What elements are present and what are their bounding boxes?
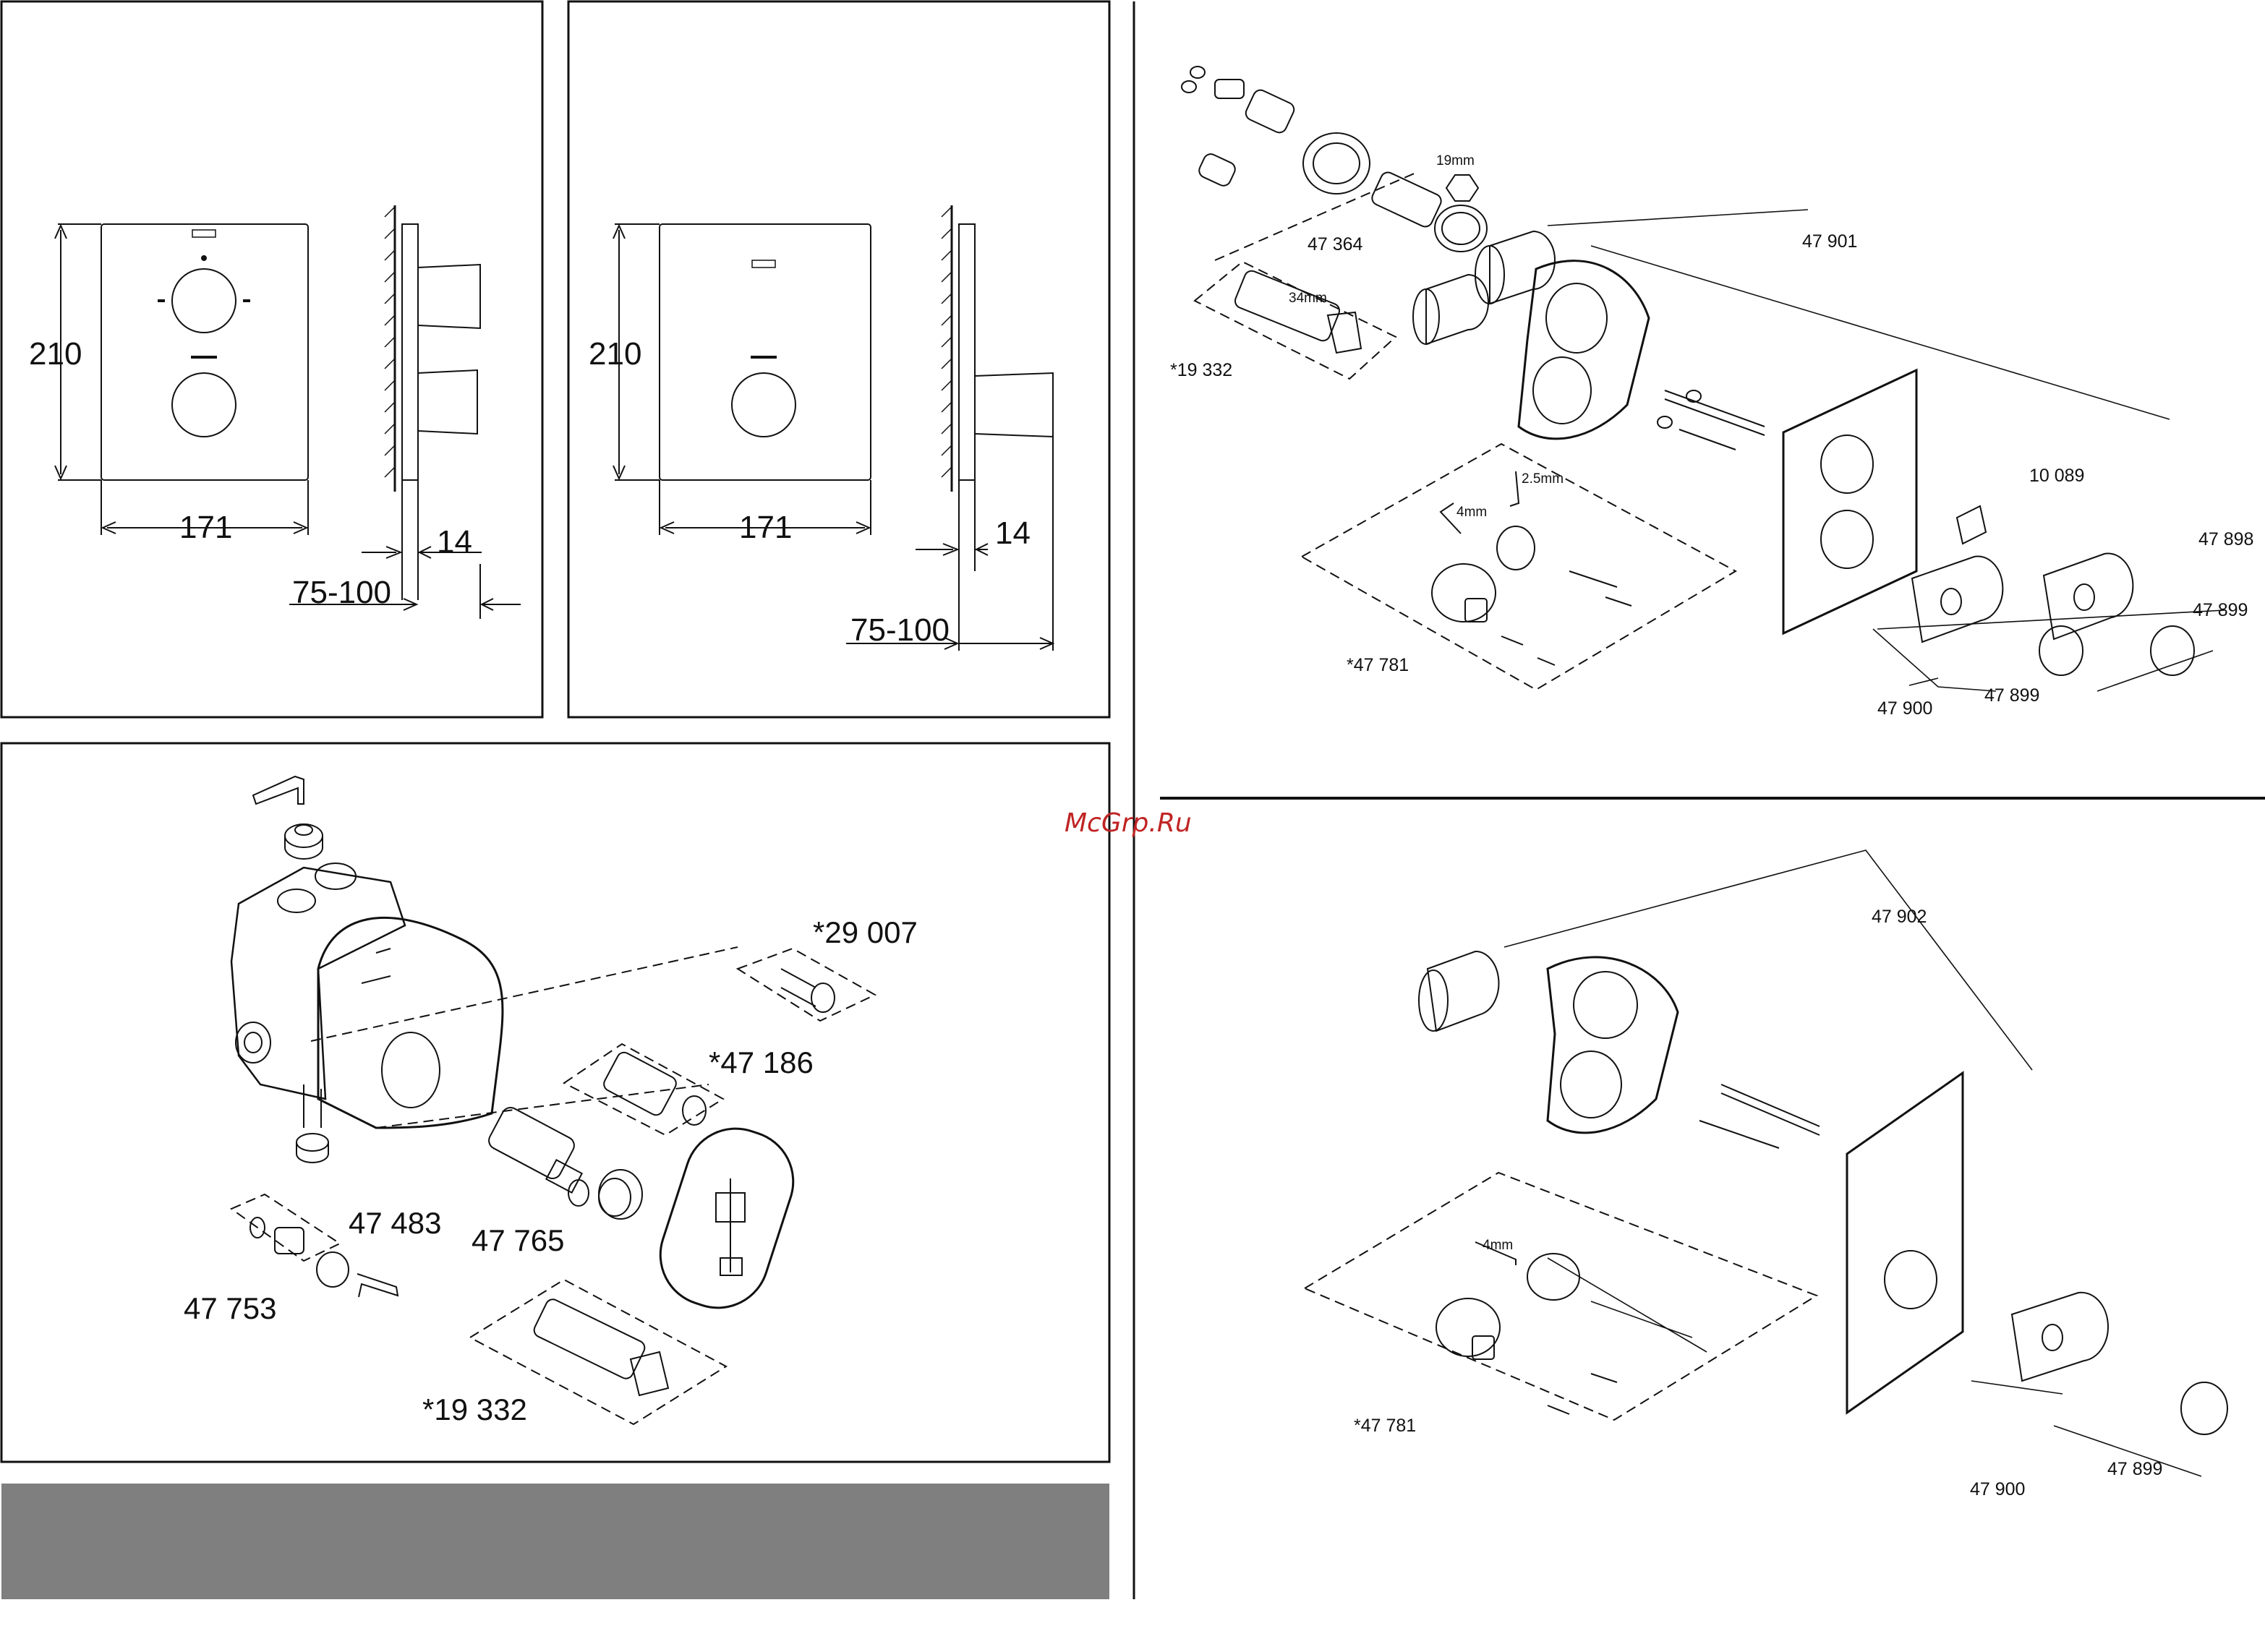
single-trim-parts [1305,850,2227,1476]
label-34mm: 34mm [1289,291,1327,306]
double-height-label: 210 [29,336,82,372]
rough-in-body [231,776,503,1163]
label-47781-single: *47 781 [1354,1416,1416,1436]
single-width-label: 171 [739,510,792,545]
single-front-view [613,224,871,535]
label-4mm-twin: 4mm [1456,505,1487,520]
label-29007: *29 007 [813,915,918,949]
panel-double-dimensions [1,1,542,717]
double-width-label: 171 [179,510,232,545]
label-47900-single: 47 900 [1970,1479,2025,1499]
label-19332-rough: *19 332 [422,1392,527,1426]
label-4mm-single: 4mm [1483,1238,1513,1253]
label-19332-trim: *19 332 [1170,360,1232,380]
label-2-5mm: 2.5mm [1522,471,1564,487]
label-19mm: 19mm [1436,153,1475,168]
double-depth-label: 75-100 [292,575,391,610]
panel-single-dimensions [568,1,1109,717]
label-10089: 10 089 [2029,466,2084,486]
label-47901: 47 901 [1802,231,1857,252]
label-47899-single: 47 899 [2107,1459,2162,1479]
single-depth-label: 75-100 [850,612,950,648]
single-wall-offset-label: 14 [995,515,1031,551]
label-47364: 47 364 [1308,234,1363,254]
rough-in-parts-group [231,947,875,1424]
single-height-label: 210 [589,336,641,372]
label-47483: 47 483 [349,1206,441,1240]
label-47902: 47 902 [1872,907,1927,927]
label-47186: *47 186 [709,1045,814,1079]
watermark: McGrp.Ru [1065,808,1192,838]
label-47781-twin: *47 781 [1347,655,1409,675]
label-47899-left: 47 899 [1984,685,2039,706]
label-47898: 47 898 [2198,529,2253,549]
twin-trim-parts [1182,67,2225,691]
label-47900: 47 900 [1877,698,1932,719]
double-front-view [55,224,308,535]
label-47765: 47 765 [472,1223,564,1257]
label-47899-right: 47 899 [2193,600,2248,620]
footer-band [1,1484,1109,1599]
double-side-view [289,205,521,619]
double-wall-offset-label: 14 [437,524,472,560]
label-47753: 47 753 [184,1291,276,1325]
single-side-view [846,205,1053,651]
panel-rough-in [1,743,1109,1462]
